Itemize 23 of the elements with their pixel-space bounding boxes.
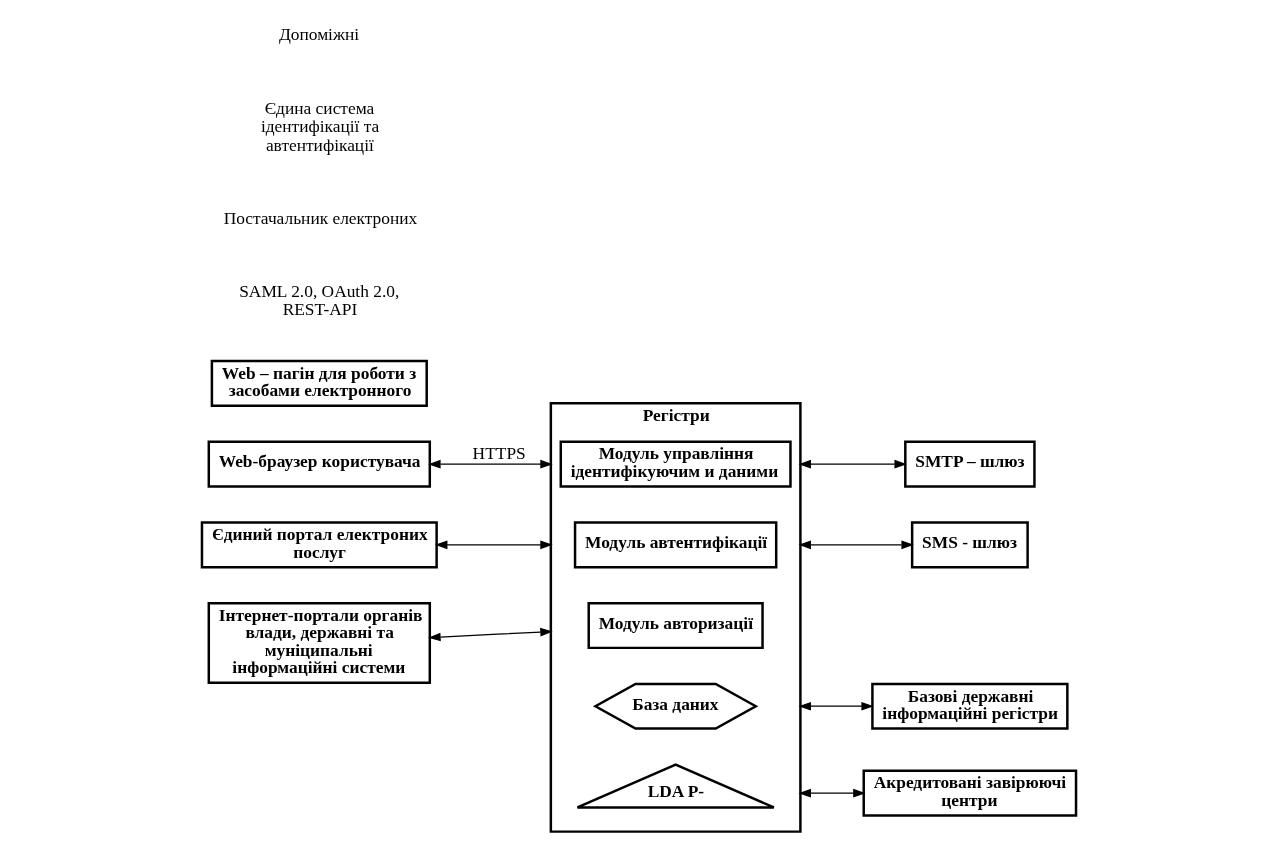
arrow [798, 701, 874, 711]
node-box: Модуль автентифікації [573, 521, 778, 569]
edge-label: HTTPS [472, 444, 526, 464]
arrow [798, 540, 914, 550]
arrow [798, 788, 866, 798]
node-box: Інтернет-портали органів влади, державні та муніципальні інформаційні системи [207, 601, 432, 684]
node-box: SMS - шлюз [910, 521, 1029, 569]
node-box: Модуль управління ідентифікуючим и даними [559, 440, 792, 488]
node-box: Web – пагін для роботи з засобами електронного [210, 359, 428, 407]
node-box: Модуль авторизації [587, 601, 764, 650]
node-box: SMTP – шлюз [904, 440, 1036, 488]
label: Допоміжні [278, 25, 360, 45]
arrow [428, 459, 553, 469]
node-box: Web-браузер користувача [207, 440, 432, 488]
label: Постачальник електроних [223, 209, 418, 229]
node-box: Акредитовані завірюючі центри [862, 769, 1078, 817]
arrow [798, 459, 907, 469]
label: Єдина система ідентифікації та автентифікації [260, 98, 380, 155]
node-box: Єдиний портал електроних послуг [200, 521, 438, 569]
arrow [428, 627, 553, 642]
label: SAML 2.0, OAuth 2.0, REST-API [239, 281, 400, 320]
node-box: Базові державні інформаційні регістри [871, 682, 1069, 730]
arrow [435, 540, 553, 550]
